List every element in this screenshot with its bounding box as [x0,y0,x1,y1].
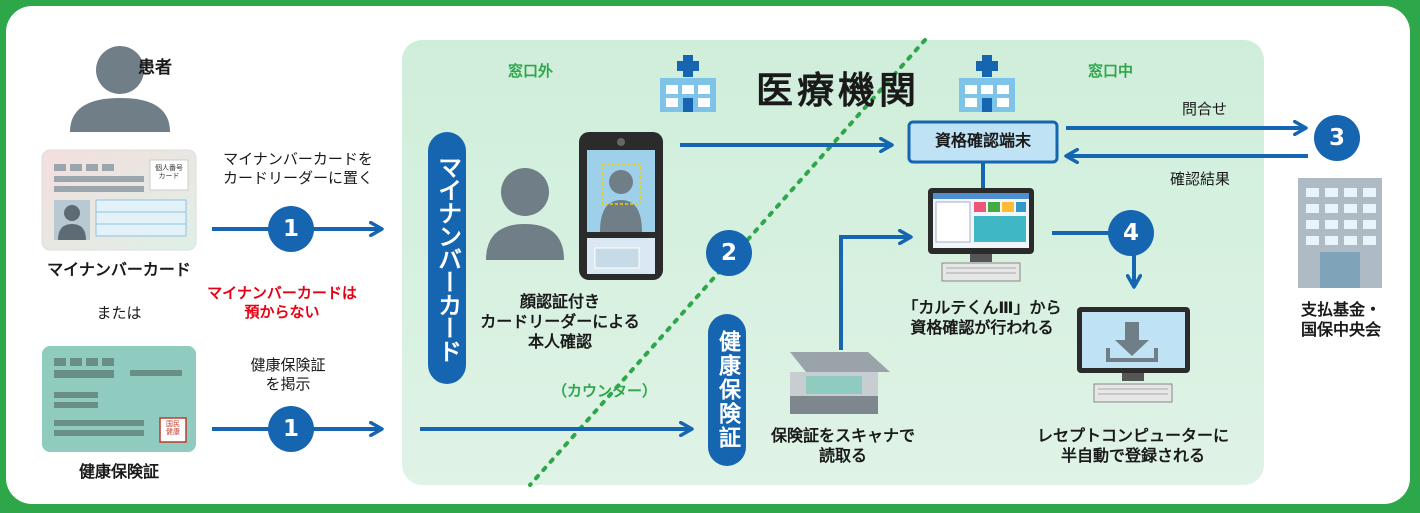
mynumber-card-pill: マイナンバーカード [428,132,466,384]
step-1-badge-bottom [268,406,314,452]
mynumber-pill-text: マイナンバーカード [433,154,462,362]
arrow-scanner-to-pc [839,237,911,350]
face-card-reader-device [579,132,663,280]
step-place-card-text: マイナンバーカードを カードリーダーに置く [222,150,374,187]
insurance-pill-text: 健康保険証 [715,330,740,450]
zone-inside-label: 窓口中 [1088,62,1134,80]
result-label: 確認結果 [1170,170,1231,188]
mynumber-card-name: マイナンバーカード [47,260,191,279]
step-4-number: 4 [1122,220,1140,246]
not-kept-warning: マイナンバーカードは 預からない [207,284,357,321]
terminal-label: 資格確認端末 [934,131,1032,150]
step-2-number: 2 [720,240,738,266]
or-label: または [96,304,142,322]
mynumber-card-tag: 個人番号 カード [155,164,183,181]
receipt-computer-image [1077,307,1190,403]
patient-label: 患者 [138,58,172,78]
step-3-number: 3 [1328,125,1346,151]
zone-outside-label: 窓口外 [508,62,554,80]
step-1-badge-top [268,206,314,252]
scanner-text: 保険証をスキャナで 読取る [770,426,916,465]
receipt-text: レセプトコンピューターに 半自動で登録される [1036,426,1230,465]
face-auth-text: 顔認証付き カードリーダーによる 本人確認 [480,292,640,351]
scanner-image [790,352,890,414]
step-1-number-bottom: 1 [282,416,300,442]
medical-institution-title: 医療機関 [756,69,920,112]
step-4-badge [1108,210,1154,256]
face-auth-person-icon [486,168,564,260]
insurance-card-name: 健康保険証 [78,462,160,481]
step-3-badge [1314,115,1360,161]
insurance-card-pill: 健康保険証 [708,314,746,466]
fund-building-icon [1298,178,1382,288]
karte-text: 「カルテくんⅢ」から 資格確認が行われる [902,298,1062,337]
mynumber-card-image [41,149,197,251]
patient-avatar-icon [70,46,170,132]
inquiry-label: 問合せ [1182,100,1228,118]
fund-label: 支払基金・ 国保中央会 [1300,300,1382,339]
insurance-card-image [42,346,196,452]
insurance-card-stamp: 国民 健康 [166,420,180,437]
hospital-icon-left [660,55,716,112]
step-2-badge [706,230,752,276]
counter-label: （カウンター） [552,382,658,400]
step-1-number-top: 1 [282,216,300,242]
step-present-card-text: 健康保険証 を掲示 [250,356,326,393]
karte-pc-image [928,188,1034,282]
hospital-icon-right [959,55,1015,112]
